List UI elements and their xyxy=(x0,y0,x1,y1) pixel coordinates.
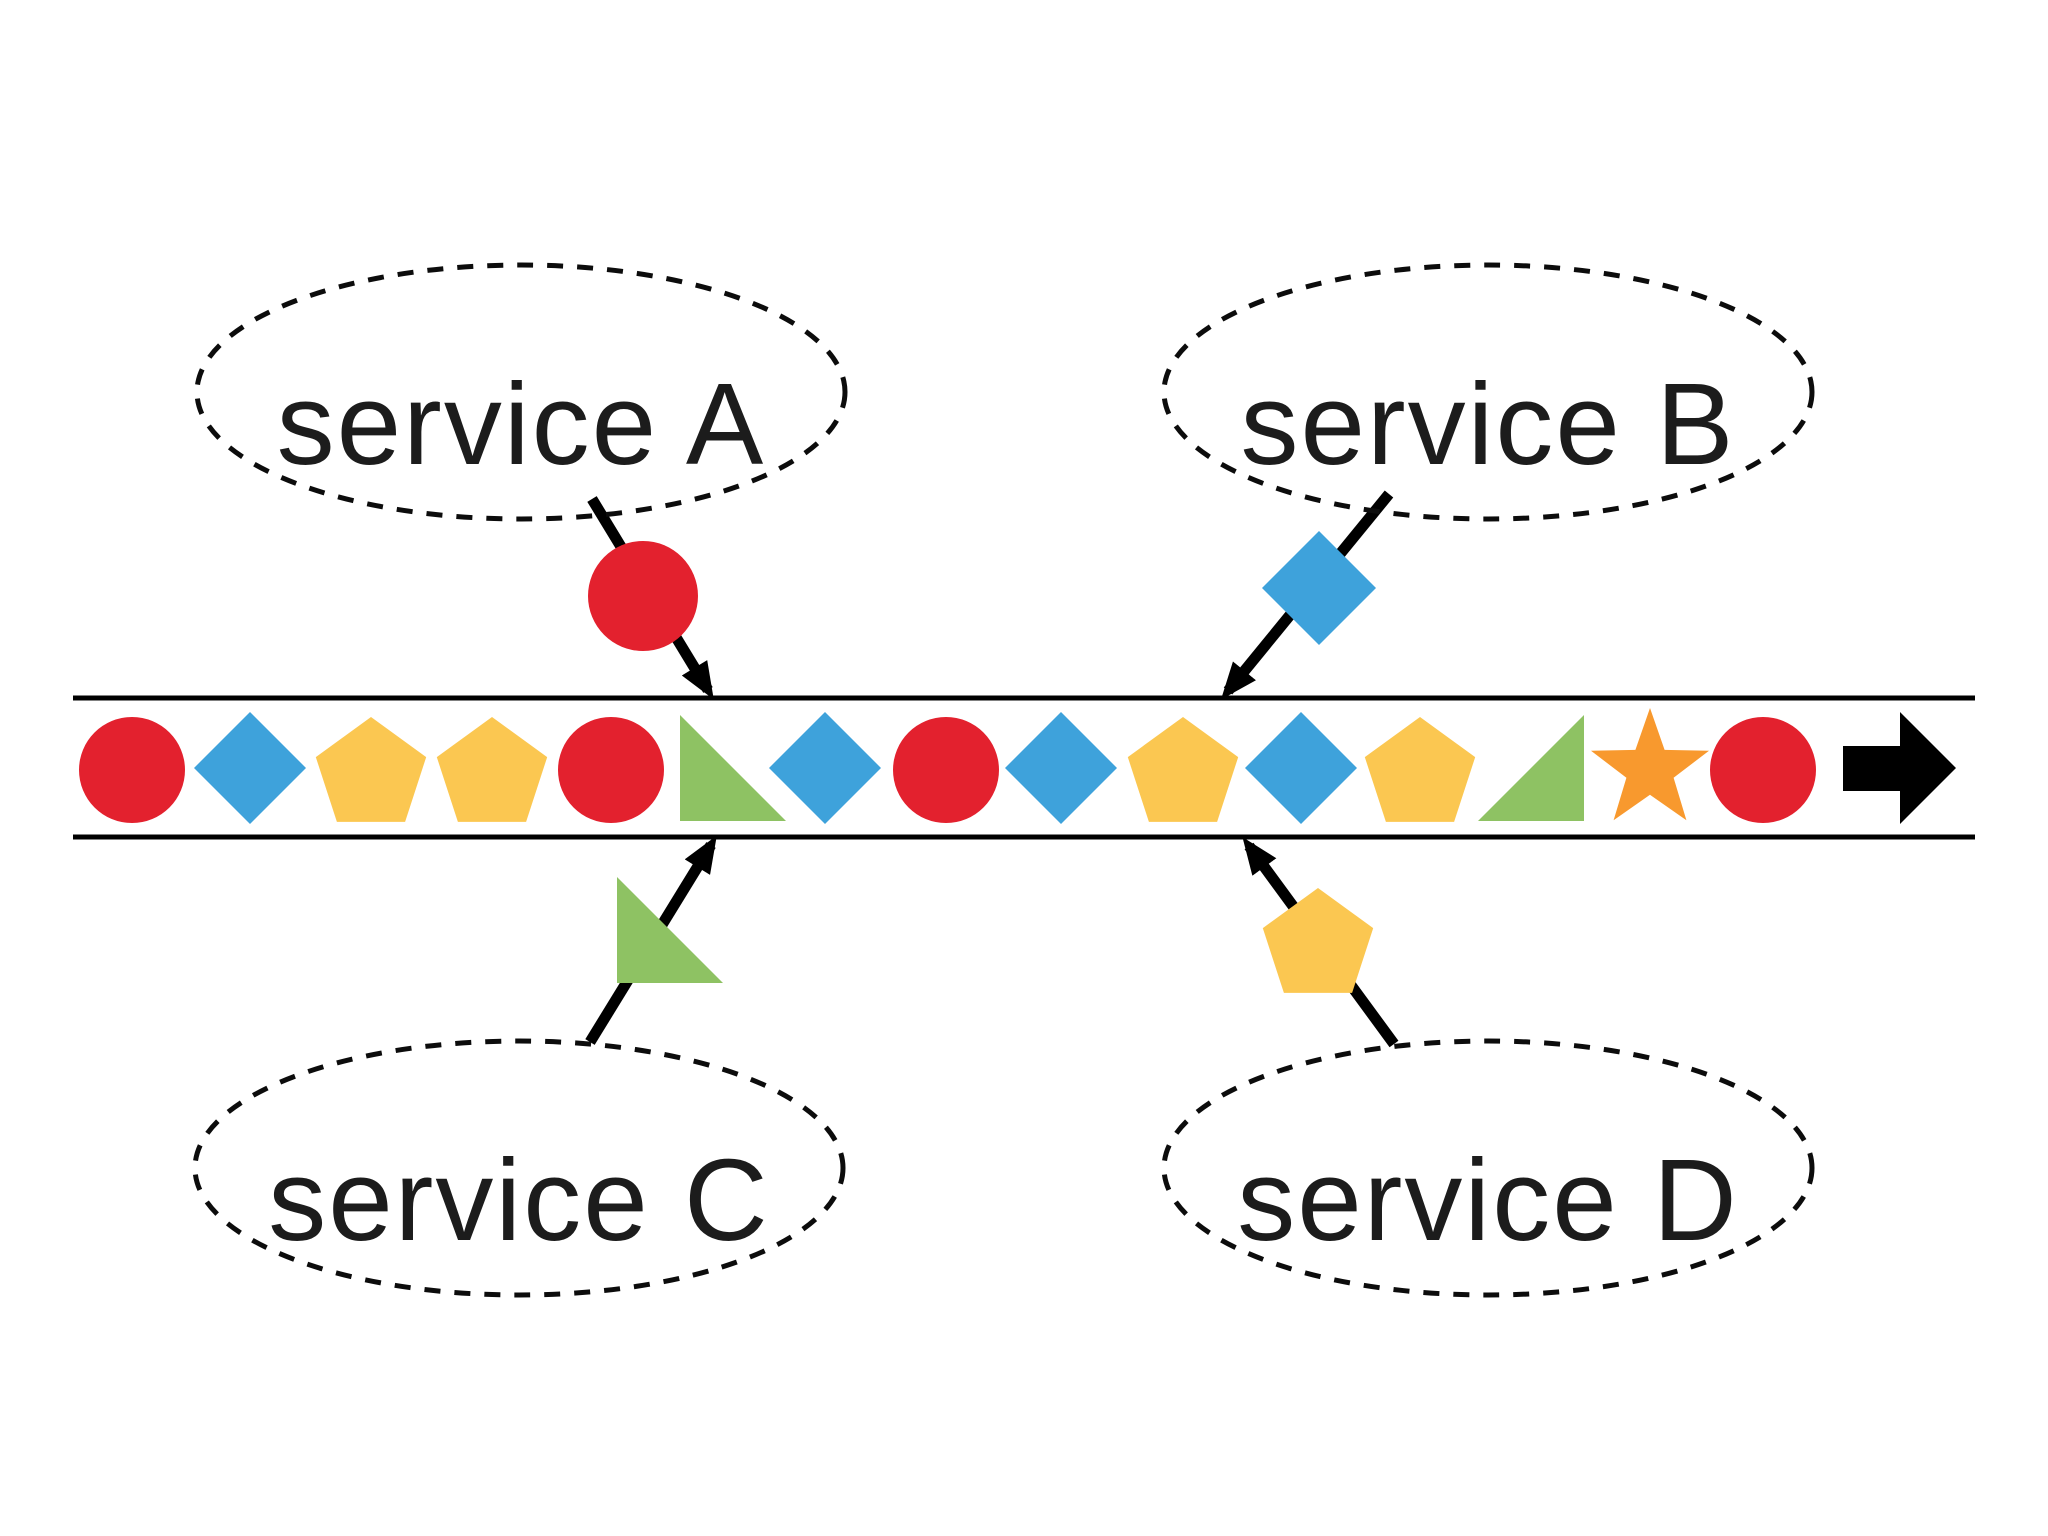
service-d-ellipse xyxy=(1161,1038,1815,1298)
service-a-node: service A xyxy=(194,262,848,522)
service-b-ellipse xyxy=(1161,262,1815,522)
service-c-label: service C xyxy=(268,1135,769,1265)
stream-item-1-red-circle xyxy=(79,717,185,823)
stream-item-6-green-triangle-left xyxy=(680,715,786,821)
stream-item-15-red-circle xyxy=(1710,717,1816,823)
service-d-node: service D xyxy=(1161,1038,1815,1298)
service-b-event-blue-diamond xyxy=(1262,531,1376,645)
service-c-ellipse xyxy=(192,1038,846,1298)
service-nodes-layer: service A service B service C service D xyxy=(192,262,1815,1298)
service-a-label: service A xyxy=(277,359,766,489)
stream-item-5-red-circle xyxy=(558,717,664,823)
service-a-ellipse xyxy=(194,262,848,522)
service-c-event-green-triangle-left xyxy=(617,877,723,983)
stream-item-10-yellow-pentagon xyxy=(1127,717,1239,822)
stream-item-14-orange-star xyxy=(1591,708,1709,821)
stream-direction-arrow-icon xyxy=(1843,712,1956,824)
producer-arrows-layer xyxy=(585,490,1399,1048)
service-b-label: service B xyxy=(1240,359,1735,489)
stream-item-12-yellow-pentagon xyxy=(1364,717,1476,822)
stream-layer xyxy=(73,695,1975,840)
stream-item-7-blue-diamond xyxy=(769,712,881,824)
service-c-node: service C xyxy=(192,1038,846,1298)
service-a-event-red-circle xyxy=(588,541,698,651)
service-d-label: service D xyxy=(1237,1135,1738,1265)
service-b-node: service B xyxy=(1161,262,1815,522)
stream-item-9-blue-diamond xyxy=(1005,712,1117,824)
stream-item-13-green-triangle-right xyxy=(1478,715,1584,821)
service-d-event-yellow-pentagon xyxy=(1262,888,1374,993)
stream-item-2-blue-diamond xyxy=(194,712,306,824)
stream-item-8-red-circle xyxy=(893,717,999,823)
stream-item-3-yellow-pentagon xyxy=(315,717,427,822)
stream-item-4-yellow-pentagon xyxy=(436,717,548,822)
stream-item-11-blue-diamond xyxy=(1245,712,1357,824)
